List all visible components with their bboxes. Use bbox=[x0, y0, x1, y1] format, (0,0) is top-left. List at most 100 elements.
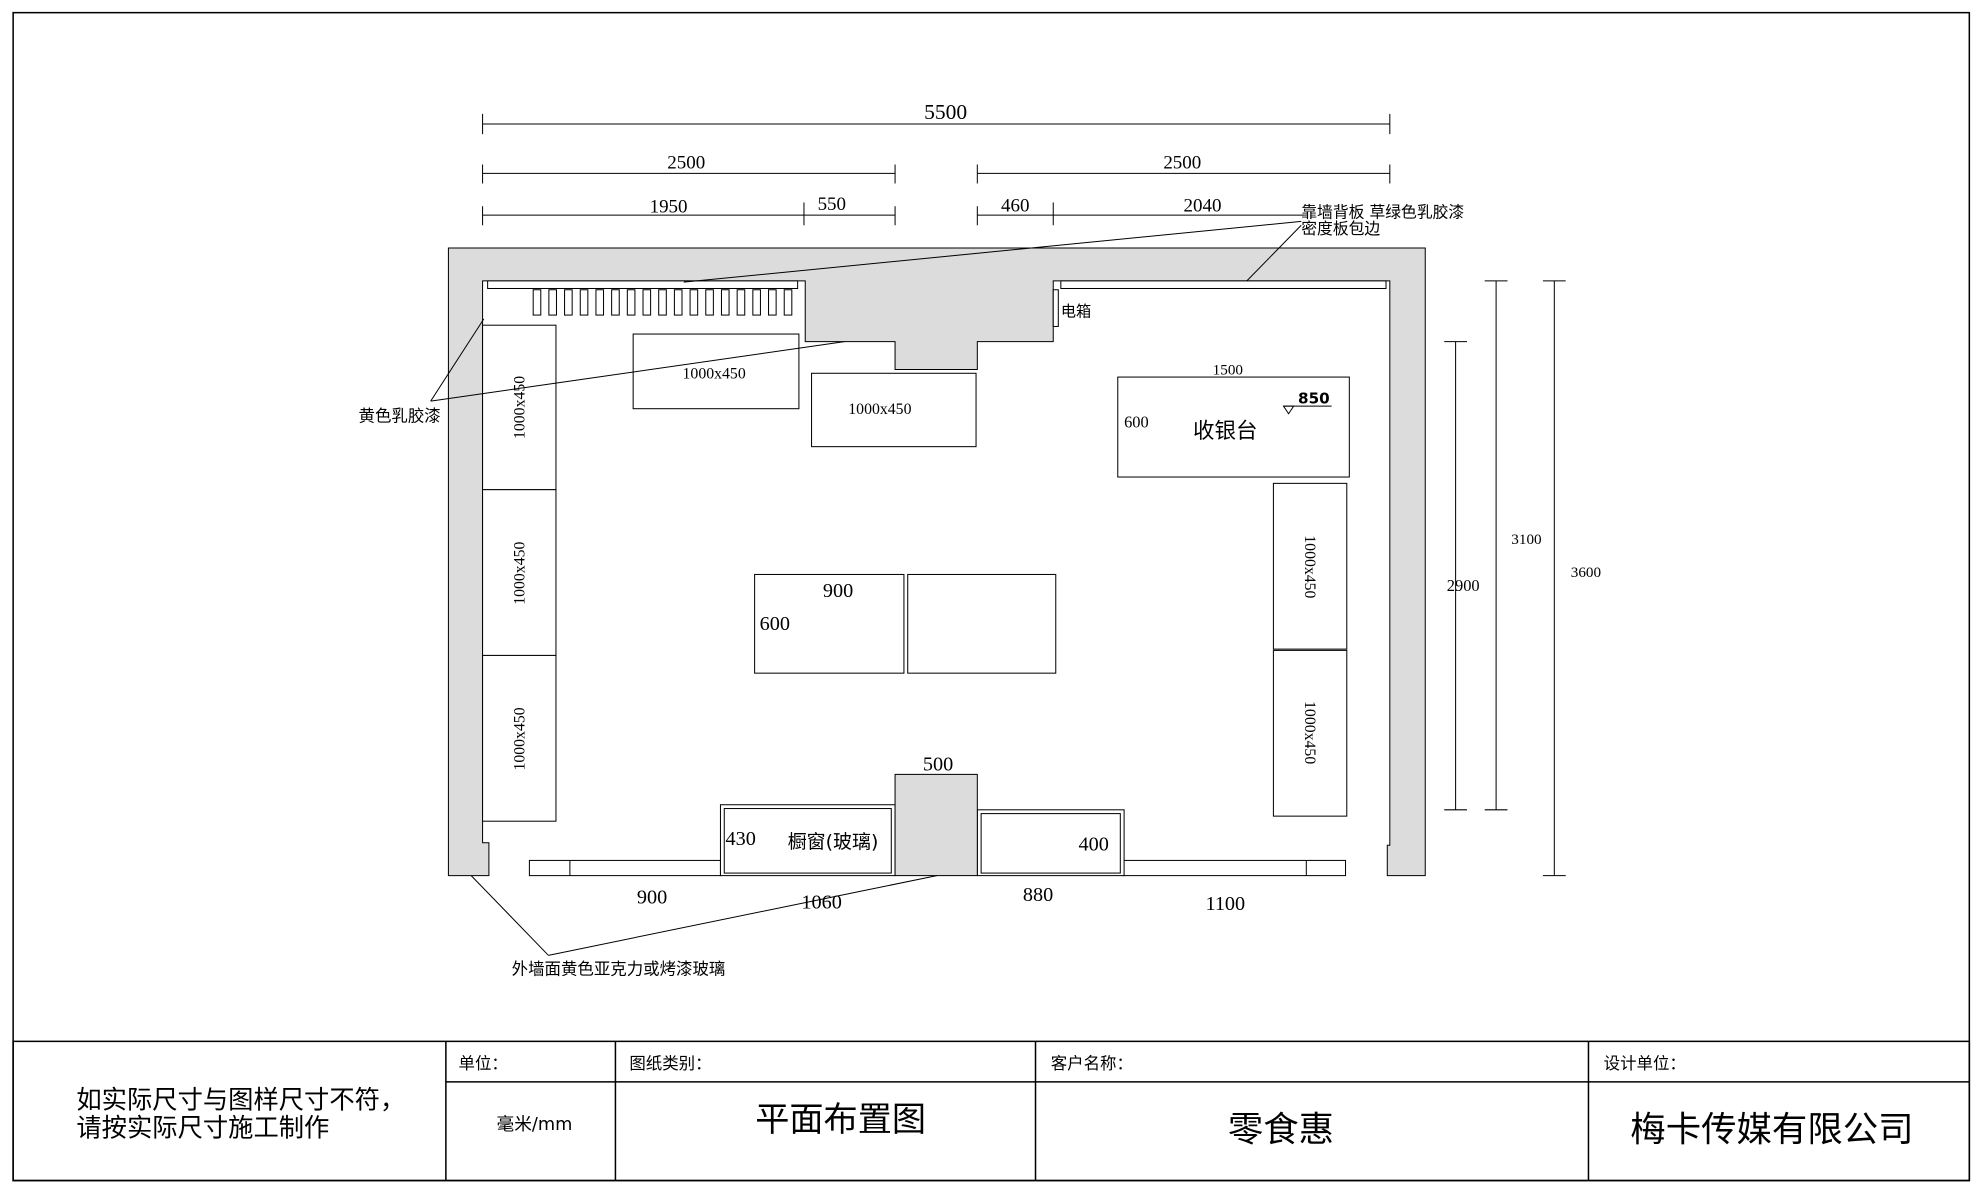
leader-line bbox=[430, 341, 845, 402]
dim-depth-2900-label: 2900 bbox=[1447, 576, 1480, 595]
back-panel-right bbox=[1060, 280, 1387, 290]
window-right-depth-label: 400 bbox=[1079, 833, 1109, 855]
dim-left-a-label: 1950 bbox=[650, 197, 688, 218]
dim-depth-3100: 3100 bbox=[1484, 280, 1542, 811]
level-marker-icon bbox=[1282, 405, 1295, 415]
wall-slat bbox=[783, 289, 793, 316]
title-block-frame bbox=[12, 1040, 1971, 1182]
unit-label: 单位： bbox=[459, 1054, 508, 1073]
dim-total-width-label: 5500 bbox=[924, 100, 967, 124]
shelf-top-1-label: 1000x450 bbox=[683, 365, 746, 382]
designer-label: 设计单位： bbox=[1604, 1054, 1686, 1073]
shelf-top-2 bbox=[811, 372, 977, 448]
note-line-2: 请按实际尺寸施工制作 bbox=[76, 1113, 329, 1142]
cashier-width-label: 1500 bbox=[1213, 362, 1244, 379]
center-table-width-label: 900 bbox=[823, 580, 853, 602]
wall-slat bbox=[626, 289, 636, 316]
window-left-label: 橱窗(玻璃) bbox=[788, 831, 879, 853]
storefront: 430 橱窗(玻璃) 400 500 bbox=[528, 754, 1347, 877]
shelf-left-2 bbox=[482, 489, 557, 656]
dim-right-split: 460 2040 bbox=[976, 195, 1304, 226]
left-shelves: 1000x450 1000x450 1000x450 bbox=[482, 324, 557, 822]
wall-slat bbox=[579, 289, 589, 316]
cashier-height-label: 850 bbox=[1298, 390, 1330, 408]
wall-slat bbox=[705, 289, 714, 316]
shelf-right-1 bbox=[1272, 482, 1348, 650]
top-shelves: 1000x450 1000x450 bbox=[632, 333, 977, 448]
entrance-column bbox=[894, 773, 978, 877]
dim-left-span-label: 2500 bbox=[667, 152, 705, 173]
wall-slat bbox=[720, 289, 730, 316]
center-table-depth-label: 600 bbox=[760, 613, 790, 635]
electric-box-label: 电箱 bbox=[1061, 302, 1091, 320]
drawing-type: 平面布置图 bbox=[755, 1100, 926, 1140]
annotation-exterior-wall: 外墙面黄色亚克力或烤漆玻璃 bbox=[470, 875, 937, 978]
right-shelves: 1000x450 1000x450 bbox=[1272, 482, 1348, 817]
annotation-yellow-paint: 黄色乳胶漆 bbox=[359, 318, 845, 425]
wall-slat bbox=[548, 289, 557, 316]
density-board-label: 密度板包边 bbox=[1301, 219, 1380, 238]
dim-total-width: 5500 bbox=[482, 100, 1391, 135]
note-line-1: 如实际尺寸与图样尺寸不符， bbox=[76, 1085, 405, 1114]
dim-depth-2900: 2900 bbox=[1444, 341, 1480, 811]
leader-line bbox=[548, 875, 937, 956]
wall-slat bbox=[532, 289, 542, 316]
center-table-1 bbox=[754, 573, 905, 674]
shelf-top-1 bbox=[632, 333, 800, 410]
wall-slat bbox=[642, 289, 652, 316]
storefront-sill-left bbox=[528, 859, 721, 877]
display-window-left-inner bbox=[723, 808, 892, 874]
designer-name: 梅卡传媒有限公司 bbox=[1630, 1109, 1913, 1150]
dim-left-span: 2500 bbox=[482, 152, 896, 184]
wall-slat bbox=[611, 289, 620, 316]
wall-slats bbox=[532, 289, 793, 316]
wall-slat bbox=[752, 289, 761, 316]
shelf-right-2-label: 1000x450 bbox=[1301, 701, 1318, 764]
shelf-left-1-label: 1000x450 bbox=[511, 376, 528, 439]
dim-left-b-label: 550 bbox=[818, 194, 846, 215]
storefront-sill-right bbox=[1122, 859, 1347, 877]
leader-line bbox=[683, 220, 1302, 283]
shelf-left-3-label: 1000x450 bbox=[511, 707, 528, 770]
dim-right-span-label: 2500 bbox=[1163, 152, 1201, 173]
cashier-label: 收银台 bbox=[1193, 419, 1258, 444]
yellow-paint-label: 黄色乳胶漆 bbox=[359, 406, 441, 425]
back-panel-left bbox=[487, 280, 799, 290]
dim-bottom-4: 1100 bbox=[1205, 893, 1245, 915]
cashier-counter: 1500 600 收银台 850 bbox=[1117, 362, 1350, 478]
center-table-2 bbox=[907, 573, 1057, 674]
dim-right-a-label: 460 bbox=[1001, 195, 1029, 216]
wall-slat bbox=[689, 289, 699, 316]
column-width-label: 500 bbox=[923, 754, 953, 776]
title-block: 如实际尺寸与图样尺寸不符， 请按实际尺寸施工制作 单位： 毫米/mm 图纸类别：… bbox=[12, 1040, 1971, 1182]
dim-right-span: 2500 bbox=[976, 152, 1391, 184]
shelf-left-1 bbox=[482, 324, 557, 491]
shelf-right-1-label: 1000x450 bbox=[1301, 535, 1318, 598]
drawing-type-label: 图纸类别： bbox=[629, 1054, 711, 1073]
shelf-right-2 bbox=[1272, 649, 1348, 817]
wall-slat bbox=[658, 289, 667, 316]
dim-left-split: 1950 550 bbox=[482, 194, 896, 226]
shelf-top-2-label: 1000x450 bbox=[848, 401, 911, 418]
client-label: 客户名称： bbox=[1051, 1054, 1133, 1073]
dim-depth-3600: 3600 bbox=[1542, 280, 1602, 877]
unit-value: 毫米/mm bbox=[497, 1114, 573, 1135]
electric-box bbox=[1052, 289, 1059, 327]
leader-line bbox=[470, 875, 549, 956]
wall-slat bbox=[564, 289, 573, 316]
dim-depth-3100-label: 3100 bbox=[1511, 531, 1542, 548]
dim-bottom-1: 900 bbox=[637, 886, 667, 908]
display-window-right-inner bbox=[980, 813, 1121, 874]
dim-bottom-3: 880 bbox=[1023, 884, 1053, 906]
cashier-counter-box bbox=[1117, 376, 1350, 478]
wall-slat bbox=[595, 289, 605, 316]
shelf-left-3 bbox=[482, 654, 557, 822]
cashier-depth-label: 600 bbox=[1124, 413, 1149, 432]
annotation-back-panel: 靠墙背板 草绿色乳胶漆 密度板包边 bbox=[683, 203, 1464, 283]
store-walls bbox=[447, 247, 1426, 877]
leader-line bbox=[1246, 224, 1302, 282]
wall-slat bbox=[736, 289, 746, 316]
dim-depth-3600-label: 3600 bbox=[1571, 564, 1602, 581]
exterior-wall-label: 外墙面黄色亚克力或烤漆玻璃 bbox=[512, 959, 726, 978]
